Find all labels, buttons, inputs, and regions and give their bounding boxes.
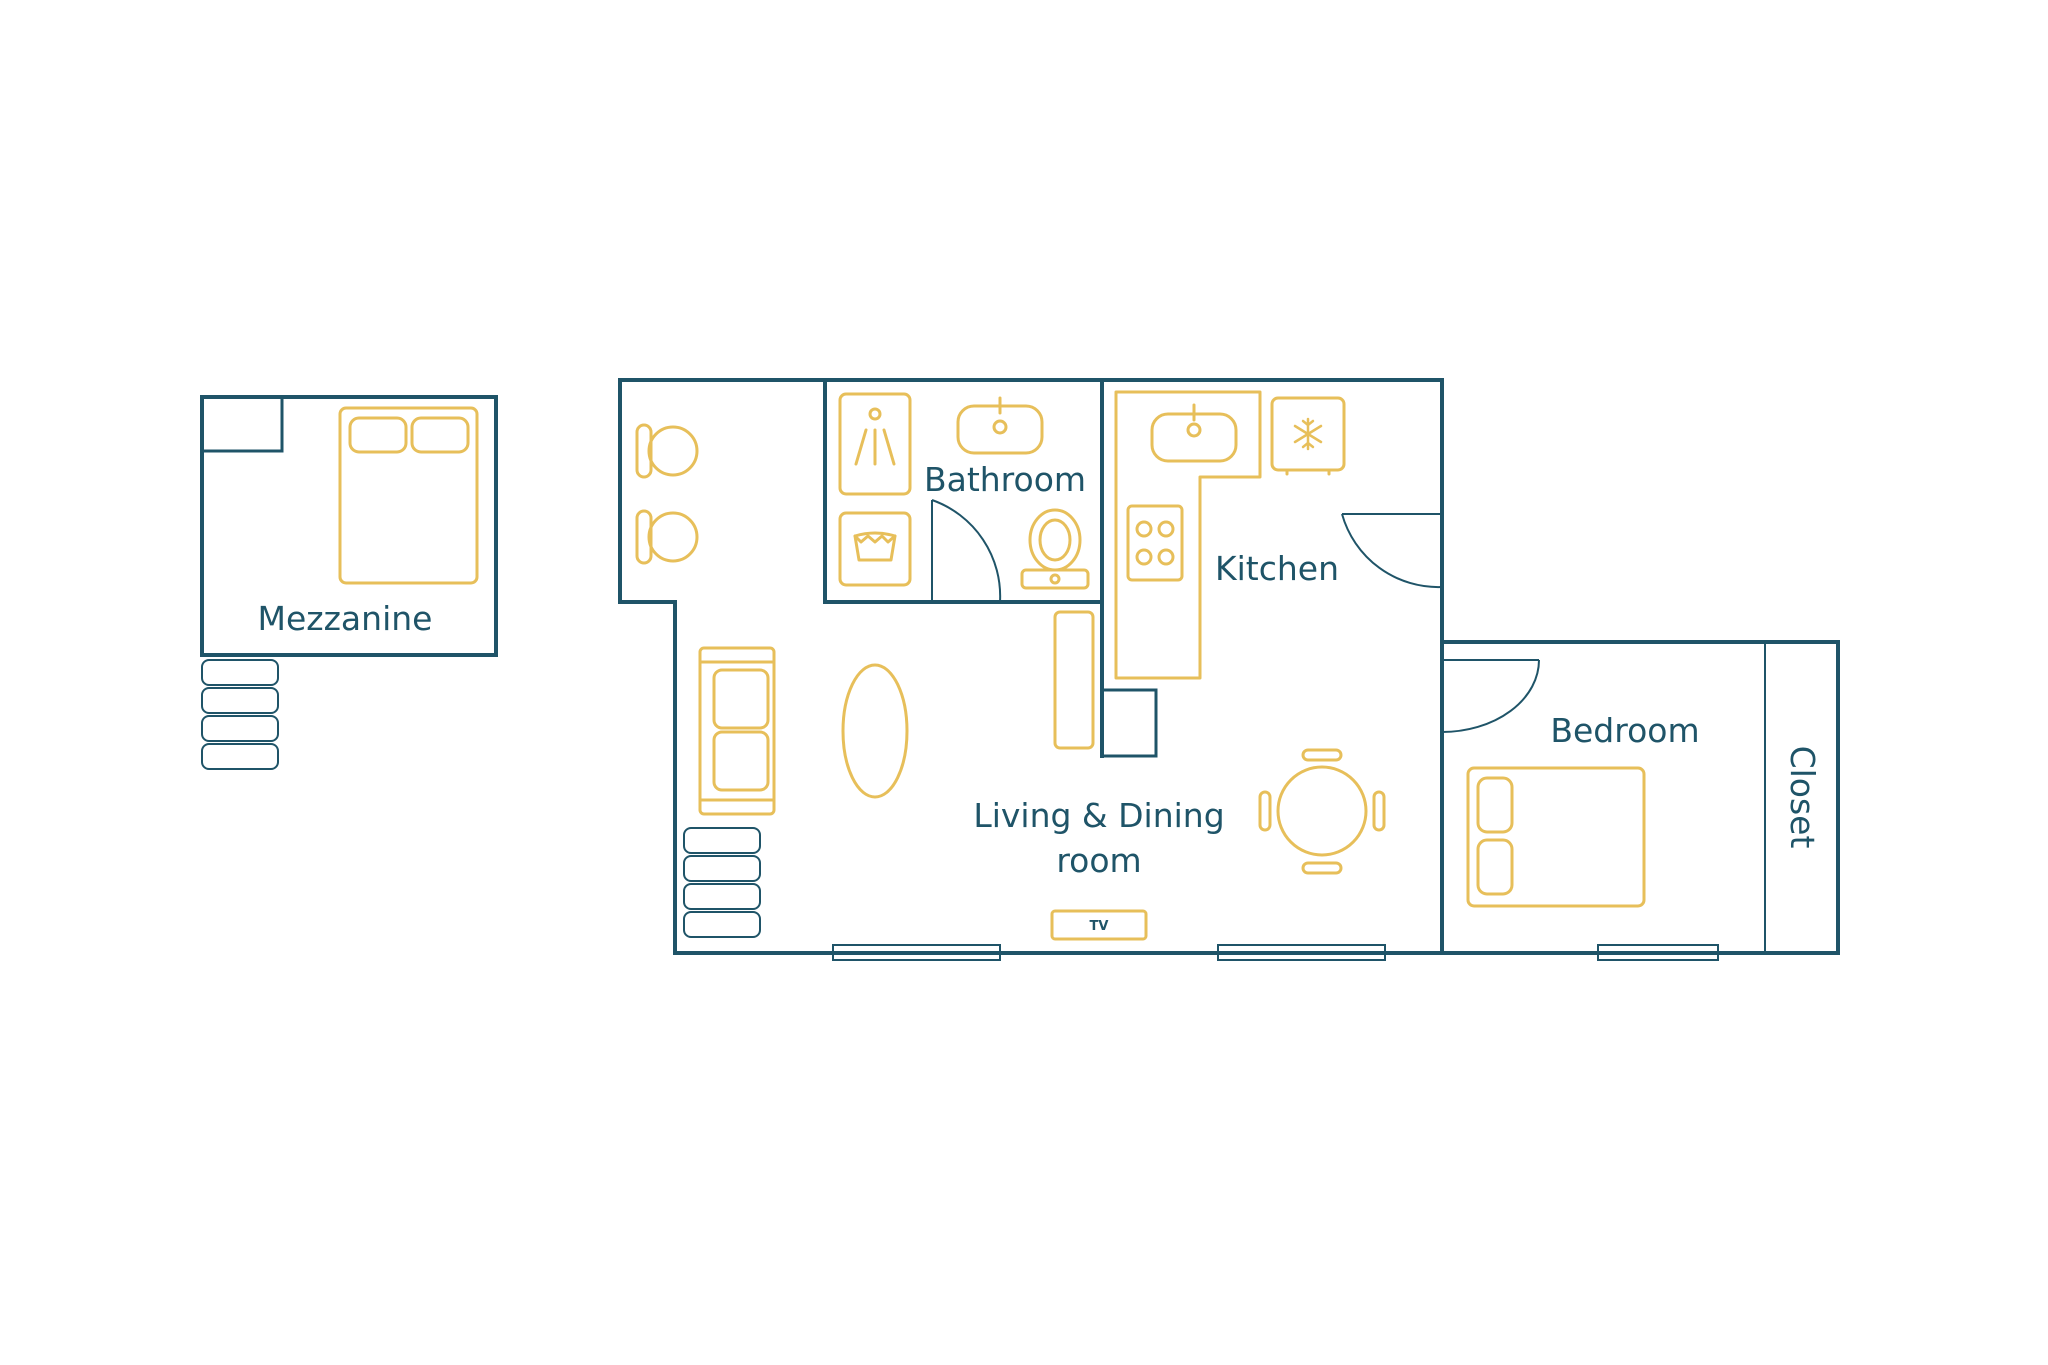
mezzanine-label: Mezzanine <box>258 599 433 638</box>
chair-icon <box>1258 790 1272 832</box>
kitchen-label: Kitchen <box>1215 549 1339 588</box>
tv-label: TV <box>1090 919 1109 934</box>
living-label-line2: room <box>1056 841 1141 880</box>
sink-icon <box>956 396 1044 455</box>
living-label-line1: Living & Dining <box>973 796 1224 835</box>
snowflake-icon <box>1293 417 1323 451</box>
bar-stool-top-icon <box>635 423 699 479</box>
bar-stool-bottom-icon <box>635 509 699 565</box>
apartment-outer-walls <box>618 378 1840 955</box>
pillar <box>1100 688 1158 758</box>
main-apartment <box>618 378 1840 955</box>
tv-icon: TV <box>1050 909 1148 941</box>
closet-label: Closet <box>1783 746 1822 849</box>
mezzanine-stairs-icon <box>201 659 279 770</box>
bedroom-door-swing-icon <box>1441 659 1540 733</box>
bedroom-label: Bedroom <box>1550 711 1699 750</box>
side-cabinet-icon <box>1053 610 1095 750</box>
mezzanine-bed-icon <box>338 406 479 585</box>
coffee-table-icon <box>841 663 909 799</box>
mezzanine-area: Mezzanine <box>200 395 498 770</box>
bathroom-label: Bathroom <box>924 460 1086 499</box>
stove-icon <box>1126 504 1184 582</box>
bedroom-area: Bedroom Closet <box>1441 659 1822 908</box>
washing-machine-icon <box>838 511 912 587</box>
window-icon <box>1597 944 1719 961</box>
kitchen-sink-icon <box>1150 403 1238 463</box>
bedroom-bed-icon <box>1466 766 1646 908</box>
living-stairs-icon <box>683 827 761 938</box>
kitchen-counter <box>1114 390 1262 680</box>
mezzanine-walls <box>200 395 498 657</box>
window-icon <box>832 944 1001 961</box>
chair-icon <box>1301 861 1343 875</box>
dining-table-icon <box>1258 748 1386 875</box>
sofa-icon <box>698 646 776 816</box>
kitchen-area: Kitchen <box>1114 390 1443 680</box>
shower-icon <box>838 392 912 496</box>
living-dining-area: TV Living & Dining room <box>635 423 1386 941</box>
kitchen-door-swing-icon <box>1341 513 1443 589</box>
bathroom-door-swing-icon <box>931 499 1002 603</box>
mezzanine-storage <box>200 395 284 453</box>
windows <box>832 944 1719 961</box>
fridge-icon <box>1270 396 1346 476</box>
chair-icon <box>1301 748 1343 762</box>
window-icon <box>1217 944 1386 961</box>
bathroom-area: Bathroom <box>838 392 1090 603</box>
bathroom-walls <box>823 378 1104 604</box>
toilet-icon <box>1020 508 1090 590</box>
chair-icon <box>1372 790 1386 832</box>
